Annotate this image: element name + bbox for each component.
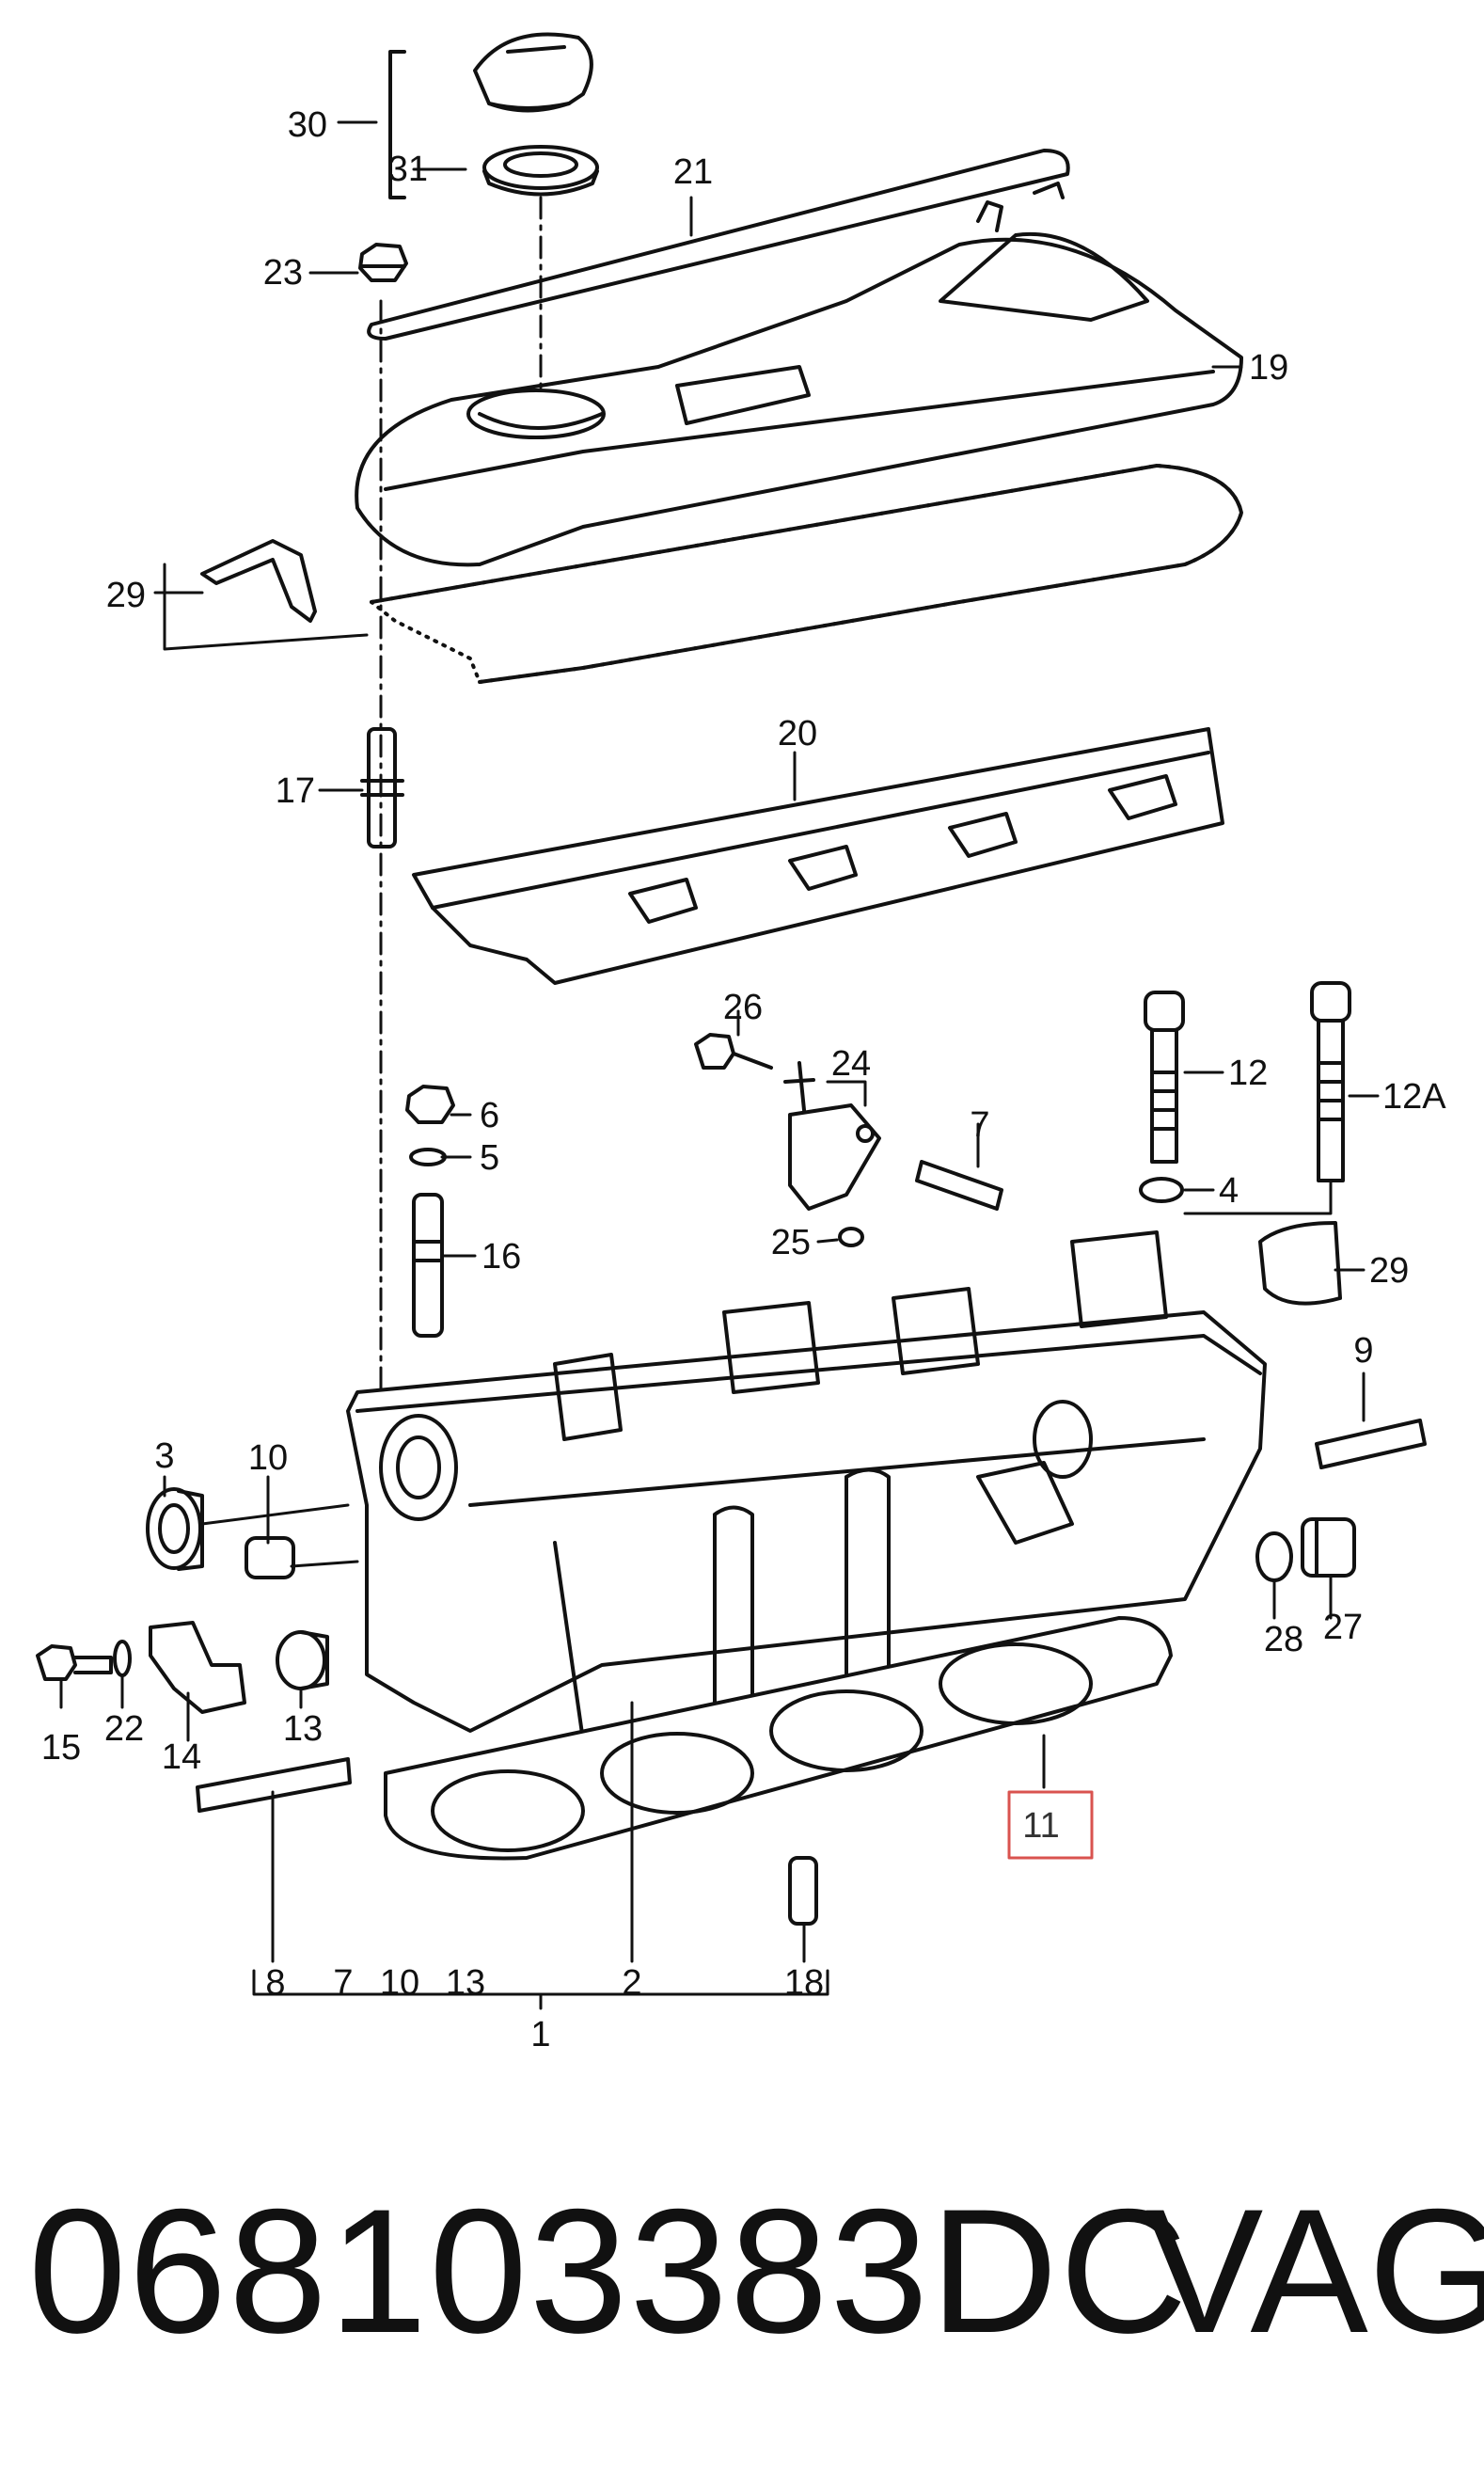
filler-cap-seal	[482, 145, 599, 197]
callout-24: 24	[831, 1044, 871, 1084]
callout-17: 17	[276, 771, 315, 811]
callout-6: 6	[480, 1096, 499, 1135]
callout-14: 14	[162, 1737, 201, 1777]
o-ring-25	[838, 1227, 864, 1247]
callout-1: 1	[530, 2015, 550, 2054]
callout-12: 12	[1228, 1054, 1268, 1093]
callout-16: 16	[482, 1237, 521, 1277]
callout-12a: 12A	[1382, 1077, 1446, 1117]
callout-21: 21	[673, 152, 713, 192]
washer-28	[1255, 1531, 1293, 1582]
callout-9: 9	[1353, 1331, 1373, 1371]
gasket-29-upper	[200, 539, 317, 623]
washer-5	[409, 1148, 447, 1166]
callout-22: 22	[104, 1709, 144, 1749]
leader-lines	[59, 120, 1380, 2010]
callout-25: 25	[771, 1223, 811, 1262]
callout-29-lower: 29	[1369, 1251, 1409, 1291]
kit-contents-row: 8 7 10 13 2 18	[265, 1963, 824, 2003]
kit-item: 10	[380, 1963, 419, 2003]
baffle-plate	[412, 727, 1224, 985]
callout-5: 5	[480, 1138, 499, 1178]
callout-3: 3	[154, 1436, 174, 1476]
callout-27: 27	[1323, 1608, 1363, 1647]
part-number: 068103383DC	[28, 2172, 1190, 2370]
washer-22	[113, 1640, 132, 1677]
callout-31: 31	[388, 150, 428, 189]
sleeve-16	[412, 1193, 444, 1338]
cylinder-head	[346, 1230, 1267, 1742]
callout-11: 11	[1022, 1806, 1059, 1846]
gasket-strip-21	[367, 149, 1070, 341]
bolt-26	[694, 1033, 773, 1070]
cap-13	[276, 1630, 329, 1690]
bolt-12	[1144, 991, 1185, 1164]
stud-8	[196, 1757, 352, 1813]
nut-6	[405, 1085, 455, 1124]
callout-19: 19	[1249, 348, 1288, 388]
oil-seal-3	[146, 1487, 204, 1571]
guide-18	[788, 1856, 818, 1926]
kit-item: 13	[446, 1963, 485, 2003]
plug-27	[1301, 1517, 1356, 1578]
head-gasket	[384, 1616, 1173, 1861]
callout-7: 7	[970, 1105, 989, 1145]
oil-filler-cap	[473, 32, 593, 113]
callout-4: 4	[1219, 1171, 1239, 1211]
nut-23	[358, 243, 408, 282]
kit-item: 8	[265, 1963, 285, 2003]
callout-13: 13	[283, 1709, 323, 1749]
callout-29-upper: 29	[106, 576, 146, 615]
callout-15: 15	[41, 1728, 81, 1768]
callout-20: 20	[778, 714, 817, 753]
stud-7	[915, 1160, 1003, 1211]
highlight-box-11	[1007, 1790, 1094, 1860]
cylinder-head-cover	[355, 182, 1243, 567]
bracket-14	[149, 1621, 246, 1714]
bolt-15	[36, 1644, 113, 1681]
callout-28: 28	[1264, 1620, 1303, 1659]
kit-item: 18	[784, 1963, 824, 2003]
callout-10: 10	[248, 1438, 288, 1478]
kit-item: 7	[333, 1963, 353, 2003]
bolt-12a	[1310, 981, 1351, 1182]
gasket-29-lower	[1258, 1221, 1342, 1306]
bracket-30-31	[388, 50, 406, 199]
callout-26: 26	[723, 988, 763, 1027]
callout-labels: 30 31 21 23 19 29 20 17 26 24 6 5 16 7 2…	[41, 105, 1446, 2054]
kit-item: 2	[622, 1963, 641, 2003]
washer-4	[1139, 1177, 1184, 1203]
brand-name: VAG	[1145, 2172, 1484, 2370]
plug-10	[245, 1536, 295, 1579]
callout-23: 23	[263, 253, 303, 293]
callout-30: 30	[288, 105, 327, 145]
fitting-9	[1315, 1419, 1427, 1469]
thermostat-housing-24	[783, 1061, 881, 1211]
